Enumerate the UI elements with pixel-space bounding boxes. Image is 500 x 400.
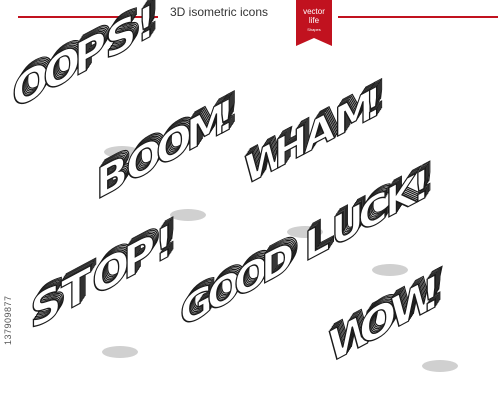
page-title: 3D isometric icons [170, 5, 269, 19]
letter-depth: ! [423, 261, 443, 323]
shadow-boom [170, 209, 206, 221]
letter-face: ! [216, 87, 235, 147]
badge-line-2: life [308, 16, 320, 25]
header-rule-right [338, 16, 498, 18]
letter-depth: ! [155, 212, 175, 274]
letter-depth: ! [366, 73, 384, 129]
shadow-goodluck [372, 264, 408, 276]
letter-face: ! [421, 264, 441, 326]
letter-depth: H [277, 111, 310, 176]
letter-depth: ! [413, 157, 431, 213]
letter-depth: ! [368, 70, 386, 126]
letter-face: ! [154, 213, 174, 275]
shadow-wow [422, 360, 458, 372]
badge-line-1: vector [303, 7, 325, 16]
letter-depth: ! [156, 210, 176, 272]
shadow-oops [104, 146, 140, 158]
letter-depth: ! [158, 207, 178, 269]
letter-depth: O [364, 280, 401, 351]
letter-depth: ! [138, 0, 158, 52]
letter-depth: ! [367, 71, 385, 127]
letter-depth: O [94, 234, 131, 305]
letter-depth: ! [415, 154, 433, 210]
brand-badge: vector life Shapes [296, 0, 332, 46]
letter-depth: ! [414, 155, 432, 211]
letter-depth: ! [218, 84, 237, 144]
letter-depth: ! [141, 0, 161, 48]
letter-depth: P [75, 18, 107, 87]
letter-depth: ! [157, 209, 177, 271]
letter-depth: ! [365, 74, 383, 130]
letter-depth: ! [425, 258, 445, 320]
letter-depth: ! [220, 81, 239, 141]
letter-depth: ! [426, 256, 446, 318]
letter-depth: ! [217, 85, 236, 145]
shadows [102, 146, 458, 372]
letter-depth: ! [139, 0, 159, 51]
ribbon-icon [296, 0, 332, 46]
letter-depth: ! [417, 151, 435, 207]
badge-line-3: Shapes [307, 27, 321, 32]
letter-depth: ! [422, 262, 442, 324]
letter-depth: ! [137, 0, 157, 54]
letter-depth: ! [219, 82, 238, 142]
letter-depth: ! [221, 79, 240, 139]
shadow-wham [287, 226, 323, 238]
shadow-stop [102, 346, 138, 358]
letter-face: ! [136, 0, 156, 55]
letter-depth: ! [416, 152, 434, 208]
letter-depth: ! [159, 205, 179, 267]
header-rule-left [18, 16, 158, 18]
letter-face: ! [364, 76, 382, 132]
letter-depth: ! [369, 68, 387, 124]
letter-depth: ! [424, 259, 444, 321]
letter-face: ! [412, 158, 430, 214]
letter-depth: ! [140, 0, 160, 49]
